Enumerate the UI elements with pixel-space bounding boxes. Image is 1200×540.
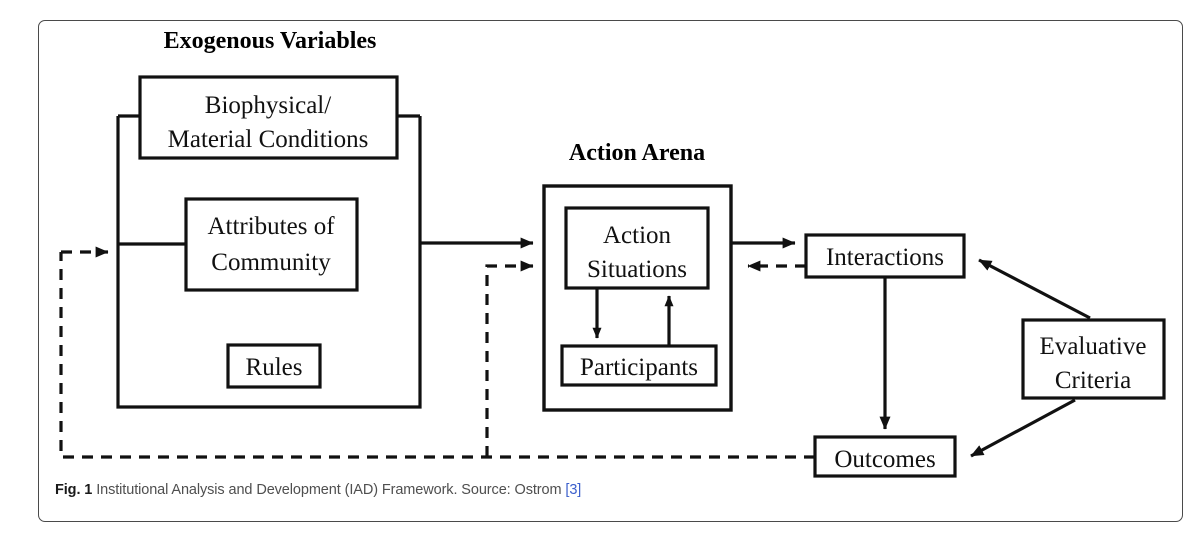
interactions-label: Interactions [826, 244, 944, 271]
caption-text: Institutional Analysis and Development (… [96, 482, 562, 498]
action-situations-line-1: Action [603, 222, 672, 249]
box-participants: Participants [560, 344, 718, 387]
action-situations-line-2: Situations [587, 256, 687, 283]
box-biophysical-material-conditions: Biophysical/ Material Conditions [138, 75, 399, 160]
biophysical-line-1: Biophysical/ [205, 92, 331, 119]
dashed-feedback-outcomes-to-action-arena [485, 260, 534, 457]
caption-label: Fig. 1 [55, 482, 93, 498]
participants-label: Participants [580, 354, 698, 381]
box-attributes-of-community: Attributes of Community [184, 197, 359, 292]
figure-caption: Fig. 1 Institutional Analysis and Develo… [55, 482, 1155, 498]
box-interactions: Interactions [804, 233, 966, 279]
arrow-evaluative-to-interactions [978, 258, 1091, 320]
box-evaluative-criteria: Evaluative Criteria [1021, 318, 1166, 400]
rules-label: Rules [246, 354, 303, 381]
attributes-line-2: Community [211, 249, 331, 276]
exogenous-variables-title: Exogenous Variables [164, 28, 377, 54]
action-arena-group: Action Arena Action Situations Participa… [542, 140, 733, 412]
box-action-situations: Action Situations [564, 206, 710, 290]
dashed-feedback-outcomes-to-exogenous [59, 252, 815, 459]
arrow-evaluative-to-outcomes [970, 398, 1076, 458]
evaluative-criteria-line-2: Criteria [1055, 367, 1131, 394]
evaluative-criteria-line-1: Evaluative [1040, 333, 1147, 360]
outcomes-label: Outcomes [834, 446, 935, 473]
box-outcomes: Outcomes [813, 435, 957, 478]
caption-reference[interactable]: [3] [565, 482, 582, 498]
attributes-line-1: Attributes of [207, 213, 335, 240]
exogenous-variables-group: Exogenous Variables Biophysical/ Materia… [116, 28, 422, 409]
biophysical-line-2: Material Conditions [168, 126, 369, 153]
action-arena-title: Action Arena [569, 140, 705, 166]
box-rules: Rules [226, 343, 322, 389]
